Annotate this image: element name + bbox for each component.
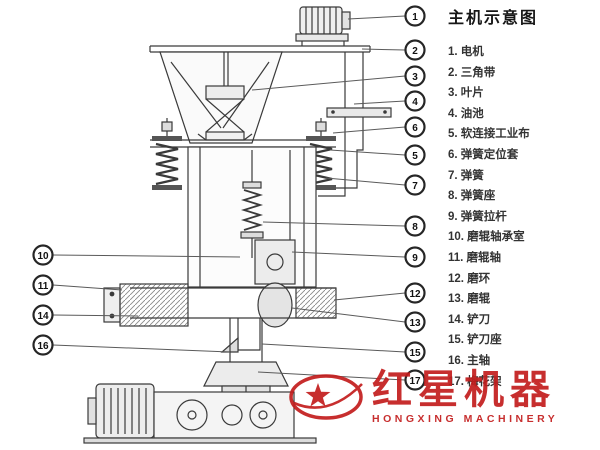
legend-item: 2. 三角带 — [448, 66, 496, 79]
legend-item: 15. 铲刀座 — [448, 334, 502, 347]
main-shaft-column — [203, 318, 289, 397]
legend-item: 4. 油池 — [448, 107, 484, 120]
callout-2: 2 — [404, 39, 426, 61]
svg-text:4: 4 — [412, 97, 418, 108]
callout-circles: 1 2 3 4 6 5 7 8 9 12 13 15 17 10 11 14 1… — [32, 5, 426, 391]
svg-text:3: 3 — [412, 72, 418, 83]
base-frame — [83, 437, 317, 444]
leader-lines — [52, 15, 406, 381]
callout-5: 5 — [404, 144, 426, 166]
callout-13: 13 — [404, 311, 426, 333]
callout-9: 9 — [404, 246, 426, 268]
callout-3: 3 — [404, 65, 426, 87]
callout-6: 6 — [404, 116, 426, 138]
svg-text:9: 9 — [412, 253, 418, 264]
top-deck — [149, 45, 371, 53]
svg-text:7: 7 — [412, 181, 418, 192]
top-motor — [295, 6, 351, 46]
callout-1: 1 — [404, 5, 426, 27]
legend-item: 17. 梅花架 — [448, 375, 502, 388]
legend-item: 6. 弹簧定位套 — [448, 148, 519, 161]
callout-15: 15 — [404, 341, 426, 363]
legend-list: 1. 电机 2. 三角带 3. 叶片 4. 油池 5. 软连接工业布 6. 弹簧… — [448, 42, 598, 392]
svg-text:10: 10 — [37, 251, 49, 262]
svg-text:8: 8 — [412, 222, 418, 233]
svg-text:17: 17 — [409, 376, 421, 387]
legend-item: 13. 磨辊 — [448, 293, 491, 306]
callout-7: 7 — [404, 174, 426, 196]
legend-item: 7. 弹簧 — [448, 169, 484, 182]
svg-text:11: 11 — [38, 281, 49, 292]
right-duct — [318, 52, 392, 197]
svg-text:12: 12 — [409, 289, 421, 300]
drive-motor — [87, 383, 155, 439]
svg-text:1: 1 — [412, 12, 418, 23]
left-bearing-bracket — [103, 283, 189, 327]
legend-item: 11. 磨辊轴 — [448, 251, 502, 264]
callout-10: 10 — [32, 244, 54, 266]
svg-text:15: 15 — [409, 348, 421, 359]
legend-item: 9. 弹簧拉杆 — [448, 210, 507, 223]
machine-drawing — [83, 6, 392, 444]
legend-item: 14. 铲刀 — [448, 313, 491, 326]
legend-item: 5. 软连接工业布 — [448, 128, 530, 141]
legend-item: 10. 磨辊轴承室 — [448, 231, 525, 244]
legend-item: 16. 主轴 — [448, 354, 491, 367]
callout-8: 8 — [404, 215, 426, 237]
svg-text:14: 14 — [37, 311, 49, 322]
svg-text:5: 5 — [412, 151, 418, 162]
callout-14: 14 — [32, 304, 54, 326]
callout-16: 16 — [32, 334, 54, 356]
legend-item: 8. 弹簧座 — [448, 190, 496, 203]
callout-17: 17 — [404, 369, 426, 391]
classifier-blades — [197, 85, 253, 141]
svg-text:16: 16 — [37, 341, 49, 352]
callout-4: 4 — [404, 90, 426, 112]
shovel — [220, 318, 261, 353]
gearbox — [153, 386, 295, 439]
svg-text:6: 6 — [412, 123, 418, 134]
legend-item: 3. 叶片 — [448, 87, 484, 100]
legend-title: 主机示意图 — [448, 10, 539, 27]
roller-assembly — [254, 239, 296, 328]
legend-item: 12. 磨环 — [448, 272, 491, 285]
legend-item: 1. 电机 — [448, 46, 484, 58]
left-spring-assembly — [152, 118, 182, 190]
callout-11: 11 — [32, 274, 54, 296]
svg-text:2: 2 — [412, 46, 418, 57]
callout-12: 12 — [404, 282, 426, 304]
parts-legend: 主机示意图 1. 电机 2. 三角带 3. 叶片 4. 油池 5. 软连接工业布… — [448, 8, 598, 392]
svg-text:13: 13 — [409, 318, 421, 329]
